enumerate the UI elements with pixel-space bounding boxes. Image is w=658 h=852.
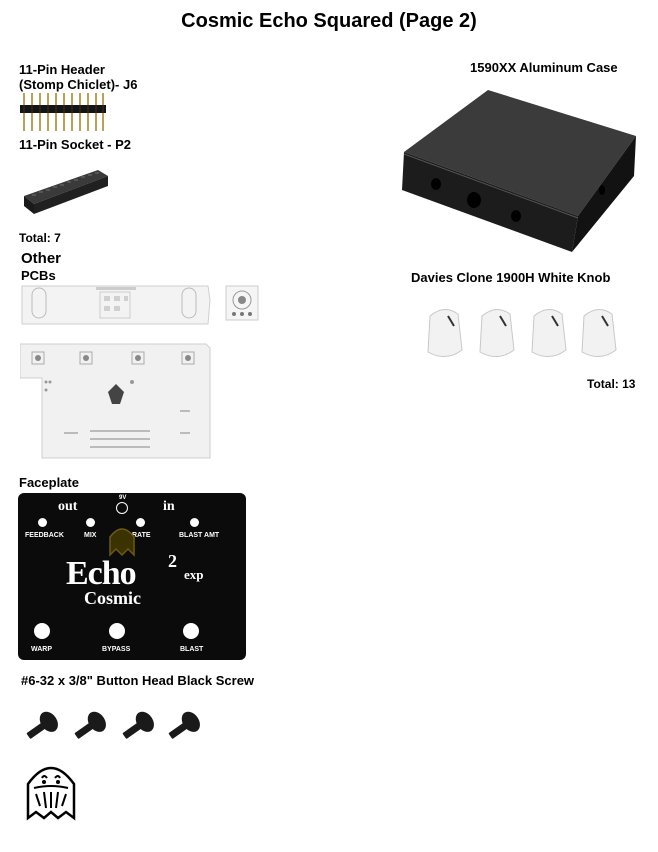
header-label: 11-Pin Header (Stomp Chiclet)- J6 (19, 62, 137, 92)
faceplate-label: Faceplate (19, 475, 79, 490)
bypass-switch-hole (109, 623, 125, 639)
blast-label: BLAST (180, 646, 204, 653)
screw-icon (22, 706, 204, 746)
knob-image (424, 302, 622, 364)
exp-label: exp (184, 567, 204, 582)
mix-knob-hole (86, 518, 95, 527)
pcb-image (20, 282, 260, 462)
rate-knob-hole (136, 518, 145, 527)
logo-superscript: 2 (168, 551, 177, 571)
case-label: 1590XX Aluminum Case (470, 60, 618, 75)
blast-switch-hole (183, 623, 199, 639)
feedback-knob-hole (38, 518, 47, 527)
knob-label: Davies Clone 1900H White Knob (411, 270, 611, 285)
logo-echo: Echo (66, 555, 137, 592)
faceplate-image: out 9V in FEEDBACK MIX RATE BLAST AMT Ec… (18, 493, 246, 660)
faceplate-power-label: 9V (119, 495, 127, 501)
pin-header-icon (20, 93, 106, 131)
power-jack-icon (116, 502, 128, 514)
socket-label: 11-Pin Socket - P2 (19, 137, 131, 152)
bypass-label: BYPASS (102, 646, 131, 653)
socket-total: Total: 7 (19, 231, 61, 245)
faceplate-out-label: out (58, 499, 78, 514)
pin-socket-icon (18, 166, 110, 216)
logo-cosmic: Cosmic (84, 588, 141, 608)
header-label-line2: (Stomp Chiclet)- J6 (19, 77, 138, 92)
rate-label: RATE (132, 532, 151, 539)
screw-label: #6-32 x 3/8" Button Head Black Screw (21, 673, 255, 688)
blast-amt-knob-hole (190, 518, 199, 527)
warp-label: WARP (31, 646, 52, 653)
ghost-emblem-icon (104, 523, 140, 557)
blast-amt-label: BLAST AMT (179, 532, 220, 539)
aluminum-case-image (400, 86, 640, 256)
knob-total: Total: 13 (587, 377, 636, 391)
header-label-line1: 11-Pin Header (19, 62, 105, 77)
page-title: Cosmic Echo Squared (Page 2) (181, 10, 477, 32)
ghost-logo-icon (20, 758, 82, 822)
warp-switch-hole (34, 623, 50, 639)
other-heading: Other (21, 250, 62, 267)
faceplate-in-label: in (163, 499, 175, 514)
pcbs-label: PCBs (21, 268, 56, 283)
mix-label: MIX (84, 532, 97, 539)
feedback-label: FEEDBACK (25, 532, 64, 539)
